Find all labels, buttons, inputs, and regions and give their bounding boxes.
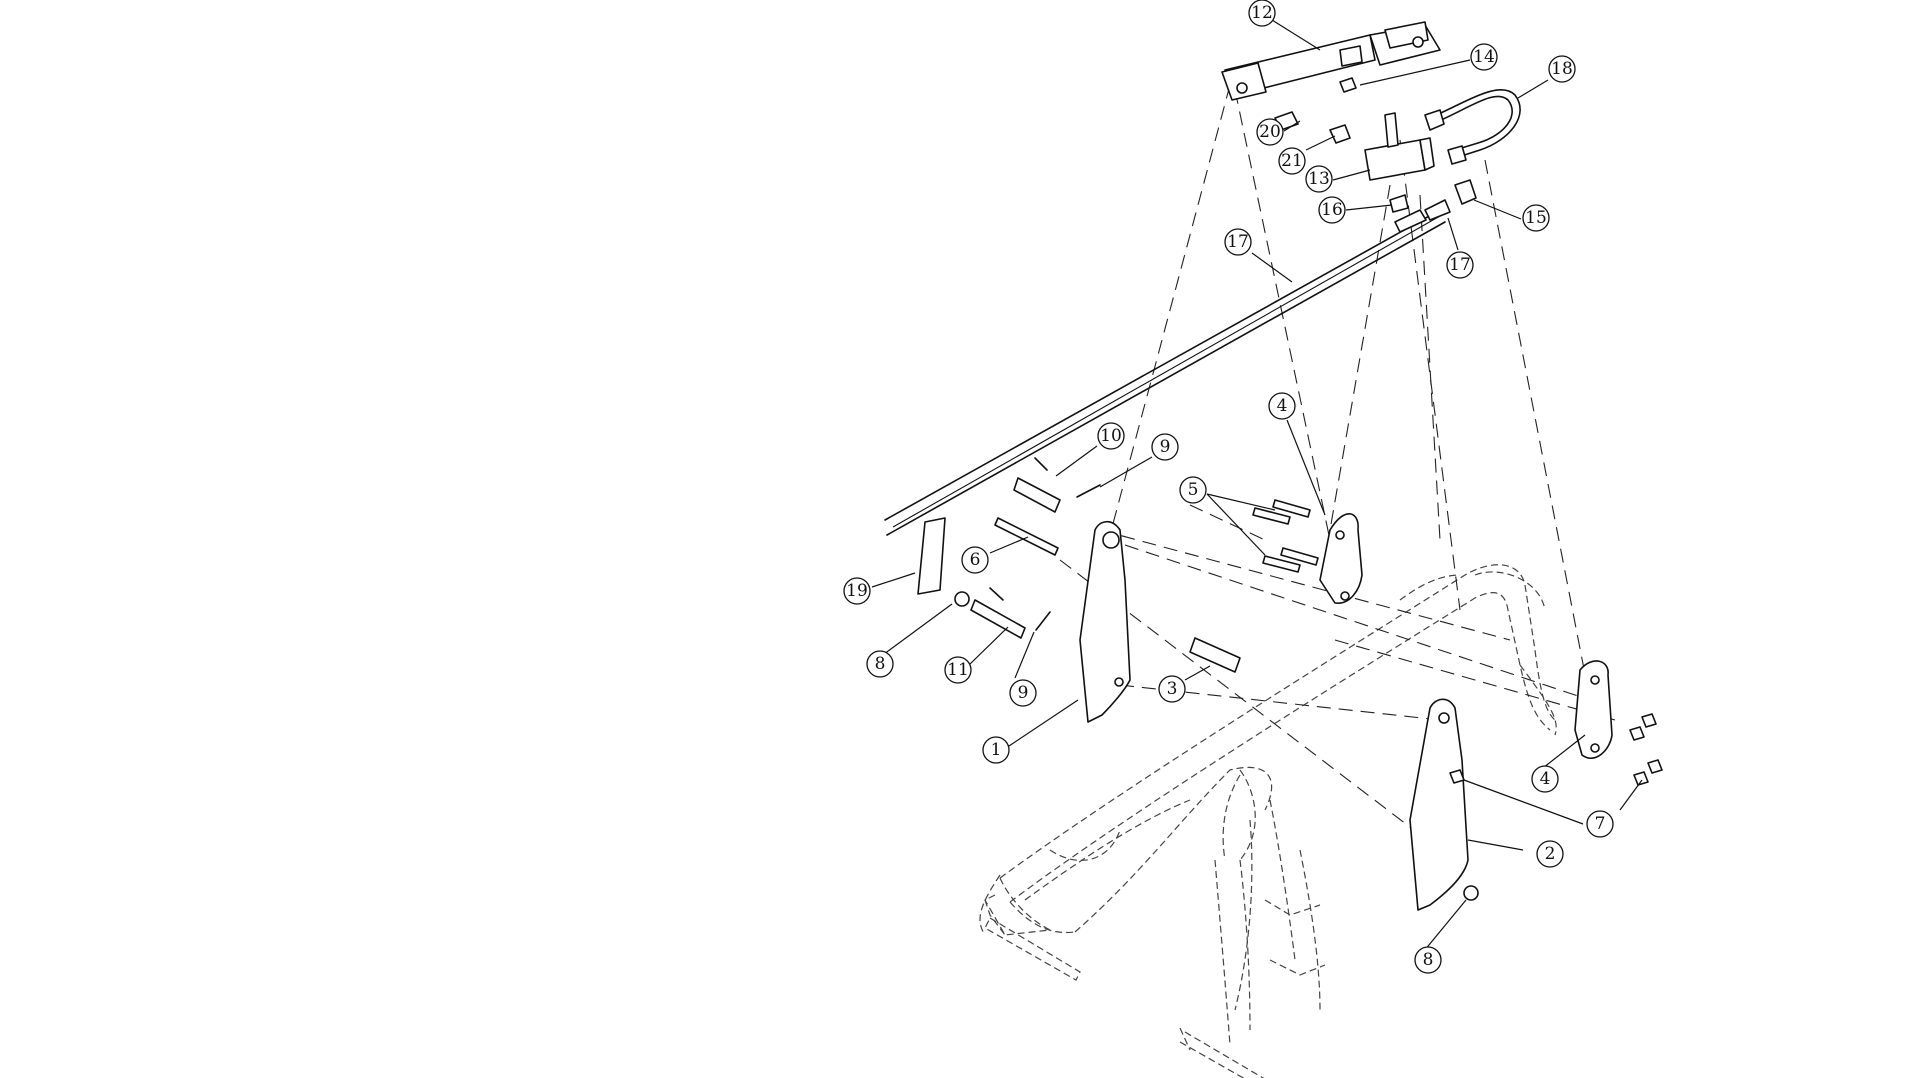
- callout-8-a: 8: [866, 650, 894, 678]
- part-11-pin: [970, 587, 1026, 639]
- callout-label: 8: [875, 654, 886, 674]
- callout-label: 6: [970, 550, 981, 570]
- part-21-fitting: [1329, 124, 1351, 144]
- callout-label: 17: [1449, 255, 1471, 275]
- part-14-fitting: [1339, 77, 1357, 93]
- callout-label: 10: [1100, 426, 1122, 446]
- part-2-bracket: [1409, 698, 1469, 911]
- callout-16: 16: [1318, 196, 1346, 224]
- callout-4-b: 4: [1531, 765, 1559, 793]
- callout-label: 14: [1473, 47, 1495, 67]
- part-7-nuts: [1449, 713, 1663, 786]
- callout-12: 12: [1248, 0, 1276, 27]
- part-9-pin-a: [1076, 484, 1101, 498]
- callout-3: 3: [1158, 675, 1186, 703]
- part-10-pin: [1013, 457, 1061, 513]
- callout-4-a: 4: [1268, 392, 1296, 420]
- part-17-rod: [884, 199, 1451, 536]
- callout-label: 4: [1277, 396, 1288, 416]
- part-19-label: [917, 517, 946, 595]
- callout-2: 2: [1536, 840, 1564, 868]
- callout-label: 1: [991, 740, 1002, 760]
- callout-5: 5: [1179, 476, 1207, 504]
- callout-label: 15: [1525, 208, 1547, 228]
- callout-14: 14: [1470, 43, 1498, 71]
- callout-label: 8: [1423, 950, 1434, 970]
- callout-19: 19: [843, 577, 871, 605]
- callout-7: 7: [1586, 810, 1614, 838]
- callout-8-b: 8: [1414, 946, 1442, 974]
- part-4-clamp-a: [1319, 513, 1363, 604]
- part-18-hose: [1424, 88, 1521, 165]
- part-12-cylinder: [1221, 21, 1441, 101]
- callout-9-b: 9: [1009, 679, 1037, 707]
- callout-11: 11: [944, 656, 972, 684]
- callout-13: 13: [1305, 165, 1333, 193]
- callout-17-b: 17: [1446, 251, 1474, 279]
- callout-label: 11: [947, 660, 969, 680]
- callout-label: 7: [1595, 814, 1606, 834]
- callout-label: 21: [1281, 151, 1303, 171]
- callout-label: 19: [846, 581, 868, 601]
- callout-18: 18: [1548, 55, 1576, 83]
- callout-1: 1: [982, 736, 1010, 764]
- part-5-bolts: [1252, 499, 1319, 573]
- callout-21: 21: [1278, 147, 1306, 175]
- callout-label: 18: [1551, 59, 1573, 79]
- callout-6: 6: [961, 546, 989, 574]
- part-6-rod: [994, 517, 1059, 556]
- part-13-tee-block: [1364, 112, 1435, 181]
- callout-17-a: 17: [1224, 228, 1252, 256]
- part-16-fitting: [1389, 194, 1409, 213]
- part-4-clamp-b: [1574, 660, 1613, 759]
- callout-10: 10: [1097, 422, 1125, 450]
- callout-label: 17: [1227, 232, 1249, 252]
- callout-label: 16: [1321, 200, 1343, 220]
- callout-label: 20: [1259, 122, 1281, 142]
- part-3-spacer: [1189, 637, 1241, 673]
- leader-lines: [871, 19, 1643, 952]
- callout-9-a: 9: [1151, 433, 1179, 461]
- callout-label: 9: [1018, 683, 1029, 703]
- callout-label: 3: [1167, 679, 1178, 699]
- callout-label: 12: [1251, 3, 1273, 23]
- callout-20: 20: [1256, 118, 1284, 146]
- callout-label: 9: [1160, 437, 1171, 457]
- part-9-pin-b: [1035, 611, 1051, 631]
- callout-label: 2: [1545, 844, 1556, 864]
- callout-15: 15: [1522, 204, 1550, 232]
- part-15-elbow: [1454, 179, 1477, 205]
- frame-phantom: [979, 564, 1557, 1078]
- part-8-washer-a: [954, 591, 970, 607]
- part-8-washer-b: [1463, 885, 1479, 901]
- callout-label: 5: [1188, 480, 1199, 500]
- callout-label: 4: [1540, 769, 1551, 789]
- callout-label: 13: [1308, 169, 1330, 189]
- part-1-bracket: [1079, 520, 1131, 723]
